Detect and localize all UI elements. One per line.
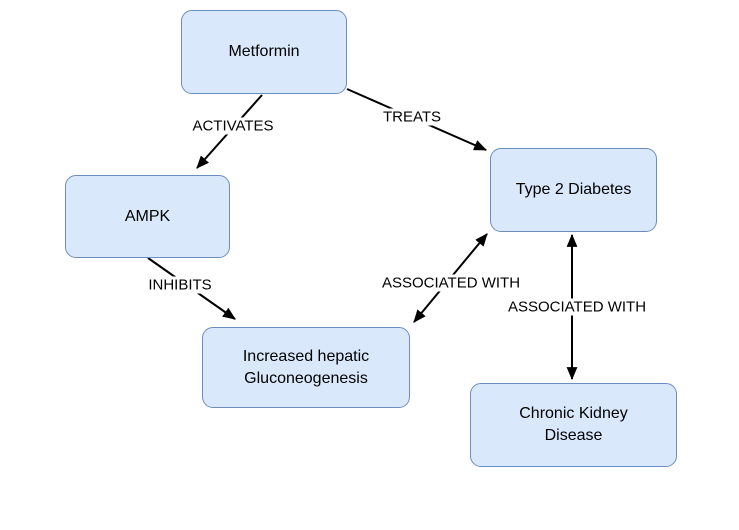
node-metformin: Metformin — [181, 10, 347, 94]
edge-label-activates: ACTIVATES — [189, 117, 277, 135]
node-type-2-diabetes-label: Type 2 Diabetes — [515, 181, 632, 199]
node-metformin-label: Metformin — [228, 43, 300, 61]
node-type-2-diabetes: Type 2 Diabetes — [490, 148, 657, 232]
node-ampk: AMPK — [65, 175, 230, 258]
edge-label-inhibits: INHIBITS — [145, 276, 215, 294]
node-chronic-kidney-disease: Chronic Kidney Disease — [470, 383, 677, 467]
edge-label-treats: TREATS — [379, 108, 445, 126]
node-ampk-label: AMPK — [124, 207, 171, 225]
node-increased-hepatic-gluconeogenesis-label: Increased hepatic Gluconeogenesis — [242, 347, 370, 387]
node-chronic-kidney-disease-label: Chronic Kidney Disease — [519, 405, 628, 444]
node-increased-hepatic-gluconeogenesis: Increased hepatic Gluconeogenesis — [202, 327, 410, 408]
edge-label-associated-with-ckd: ASSOCIATED WITH — [504, 298, 650, 316]
edge-label-associated-with-gluconeogenesis: ASSOCIATED WITH — [378, 274, 524, 292]
